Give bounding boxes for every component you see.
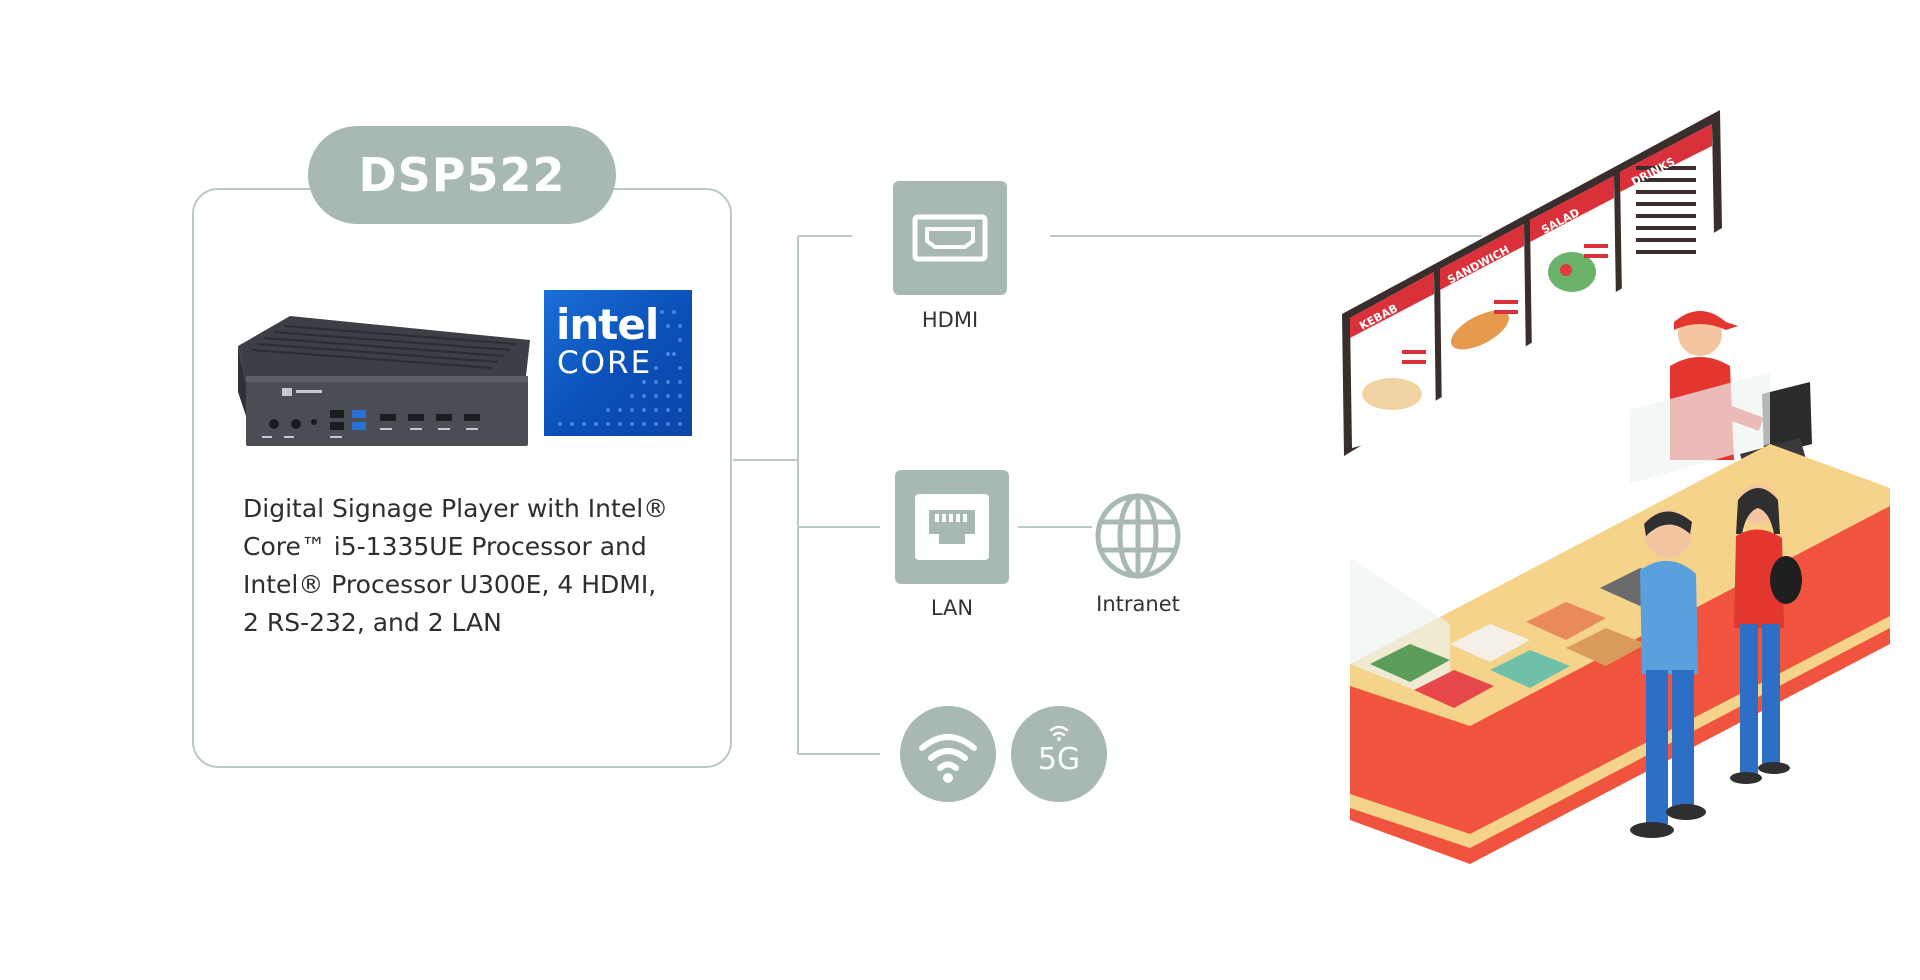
restaurant-illustration: KEBAB SANDWICH SALAD DRINKS (1330, 104, 1900, 884)
intel-core-badge: intel CORE (544, 290, 692, 436)
lan-tile (895, 470, 1009, 584)
globe-icon (1092, 490, 1184, 582)
hdmi-label: HDMI (880, 308, 1020, 332)
wifi-badge (900, 706, 996, 802)
5g-text: 5G (1011, 742, 1107, 777)
core-wordmark: CORE (557, 345, 652, 381)
intranet-label: Intranet (1068, 592, 1208, 616)
product-card (192, 188, 732, 768)
product-description: Digital Signage Player with Intel® Core™… (243, 490, 713, 642)
intel-wordmark: intel (556, 300, 658, 349)
mini-pc-image (234, 312, 534, 450)
5g-badge: 5G (1011, 706, 1107, 802)
lan-label: LAN (882, 596, 1022, 620)
hdmi-port-icon (893, 181, 1007, 295)
lan-port-icon (895, 470, 1009, 584)
hdmi-tile (893, 181, 1007, 295)
wifi-icon (900, 706, 996, 802)
product-title: DSP522 (308, 126, 616, 224)
